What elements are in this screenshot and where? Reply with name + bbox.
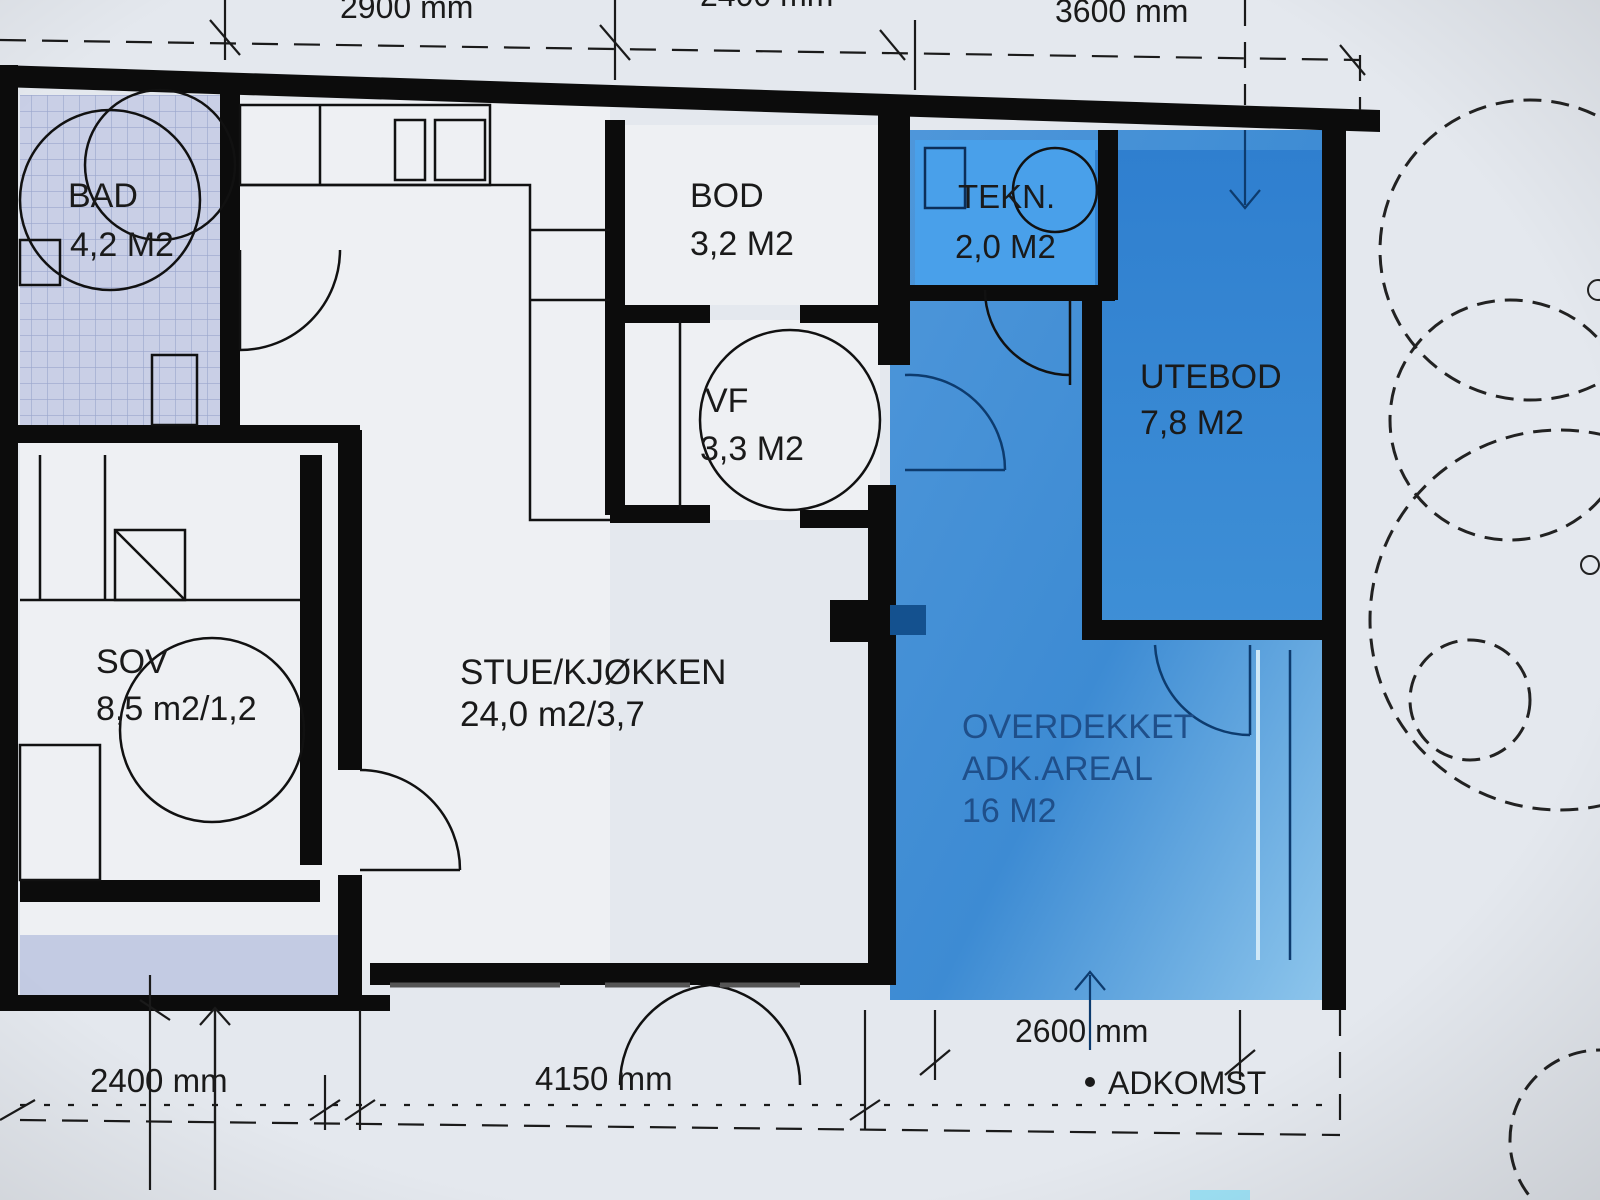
dim-bottom-left: 2400 mm xyxy=(90,1062,228,1099)
sov-area: 8,5 m2/1,2 xyxy=(96,690,257,728)
overdekket-line1: OVERDEKKET xyxy=(962,708,1194,746)
bad-area: 4,2 M2 xyxy=(70,226,174,264)
entrance-label: ADKOMST xyxy=(1108,1065,1266,1101)
overdekket-line2: ADK.AREAL xyxy=(962,750,1153,788)
overdekket-area-label: 16 M2 xyxy=(962,792,1057,830)
dim-top-middle: 2400 mm xyxy=(700,0,833,13)
room-labels: BAD 4,2 M2 BOD 3,2 M2 TEKN. 2,0 M2 VF 3,… xyxy=(68,177,1282,830)
dimension-labels: 2900 mm 2400 mm 3600 mm 2400 mm 4150 mm … xyxy=(90,0,1266,1101)
bad-name: BAD xyxy=(68,177,138,215)
bod-area: 3,2 M2 xyxy=(690,225,794,263)
utebod-area: 7,8 M2 xyxy=(1140,404,1244,442)
dim-bottom-middle: 4150 mm xyxy=(535,1060,673,1097)
dim-top-right: 3600 mm xyxy=(1055,0,1188,29)
vf-name: VF xyxy=(705,382,748,420)
tekn-name: TEKN. xyxy=(958,178,1055,215)
sov-name: SOV xyxy=(96,643,168,681)
tekn-area: 2,0 M2 xyxy=(955,228,1056,265)
dim-top-left: 2900 mm xyxy=(340,0,473,25)
stue-area: 24,0 m2/3,7 xyxy=(460,695,645,734)
stue-name: STUE/KJØKKEN xyxy=(460,653,726,692)
bod-name: BOD xyxy=(690,177,764,215)
dim-bottom-right: 2600 mm xyxy=(1015,1013,1148,1049)
utebod-name: UTEBOD xyxy=(1140,358,1282,396)
vf-area: 3,3 M2 xyxy=(700,430,804,468)
